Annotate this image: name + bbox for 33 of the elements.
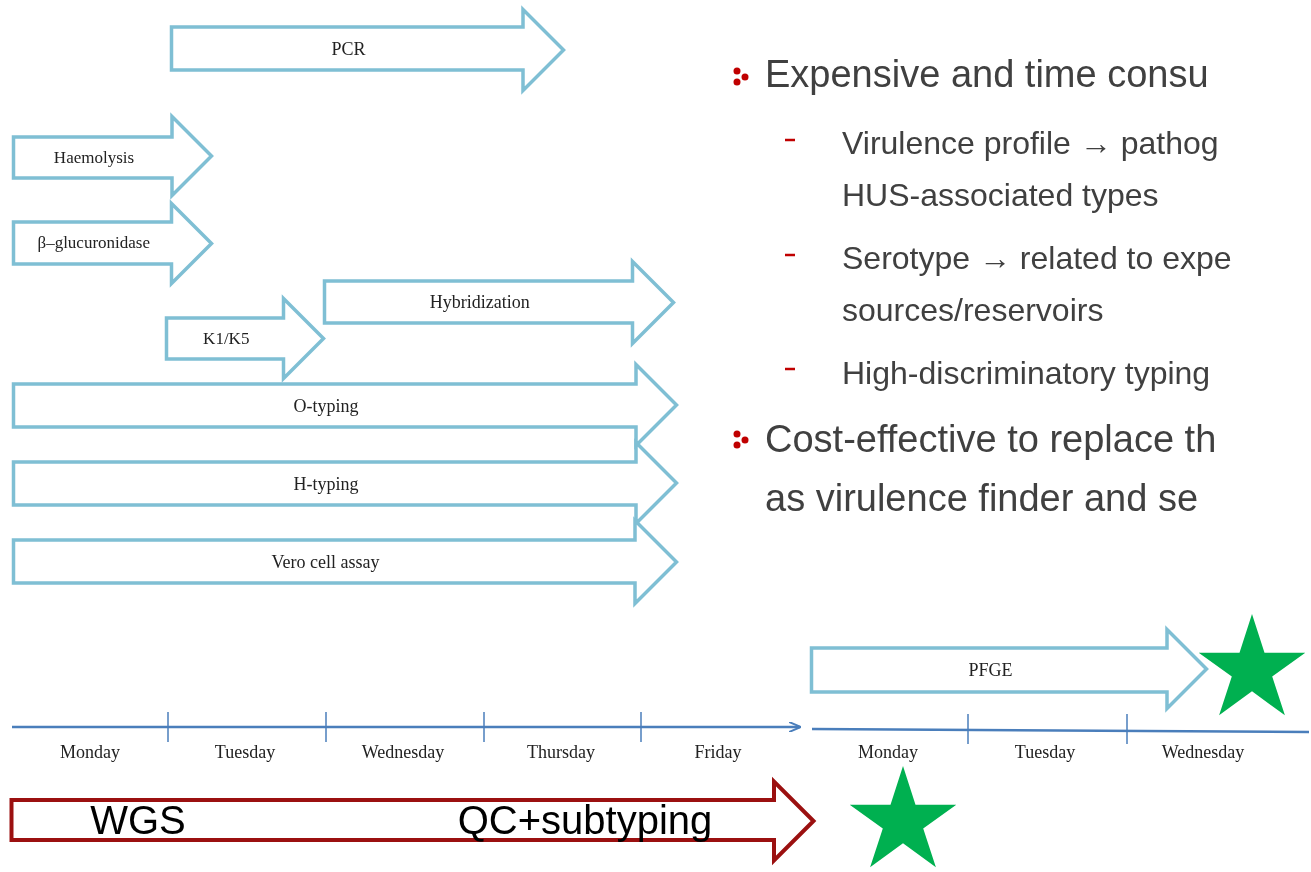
day-label: Monday	[858, 742, 918, 763]
duration-bar	[165, 297, 325, 380]
arrow-label: β–glucuronidase	[37, 233, 150, 253]
day-label: Thursday	[527, 742, 595, 763]
day-label: Tuesday	[214, 742, 276, 763]
arrow-label: Vero cell assay	[271, 551, 380, 572]
day-label: Wednesday	[1161, 742, 1245, 763]
day-label: Tuesday	[1014, 742, 1076, 763]
duration-bar	[12, 115, 213, 197]
arrow-label: O-typing	[293, 395, 359, 416]
arrow-label: QC+subtyping	[457, 797, 713, 843]
duration-bar	[323, 260, 675, 345]
duration-bar	[12, 519, 678, 605]
arrow-label: Haemolysis	[53, 147, 135, 168]
arrow-label: H-typing	[293, 473, 359, 494]
duration-bar	[12, 363, 678, 447]
arrow-label: WGS	[90, 797, 186, 843]
bullet-text: Cost-effective to replace th as virulence finder and se	[765, 417, 1218, 521]
day-label: Friday	[694, 742, 742, 763]
arrow-label: PFGE	[968, 659, 1013, 681]
arrow-label: PCR	[331, 38, 366, 59]
sub-bullet-text: Virulence profile → pathog HUS-associated types	[842, 124, 1220, 215]
sub-bullet-text: High-discriminatory typing	[842, 354, 1212, 393]
arrow-label: Hybridization	[429, 291, 530, 313]
duration-bar	[170, 8, 565, 92]
duration-bar	[810, 628, 1208, 710]
bullet-text: Expensive and time consu	[765, 52, 1210, 97]
day-label: Wednesday	[361, 742, 445, 763]
sub-bullet-text: Serotype → related to expe sources/reservoirs	[842, 239, 1233, 330]
duration-bar	[12, 441, 678, 525]
arrow-label: K1/K5	[203, 328, 250, 349]
duration-bar	[12, 202, 213, 285]
day-label: Monday	[60, 742, 120, 763]
